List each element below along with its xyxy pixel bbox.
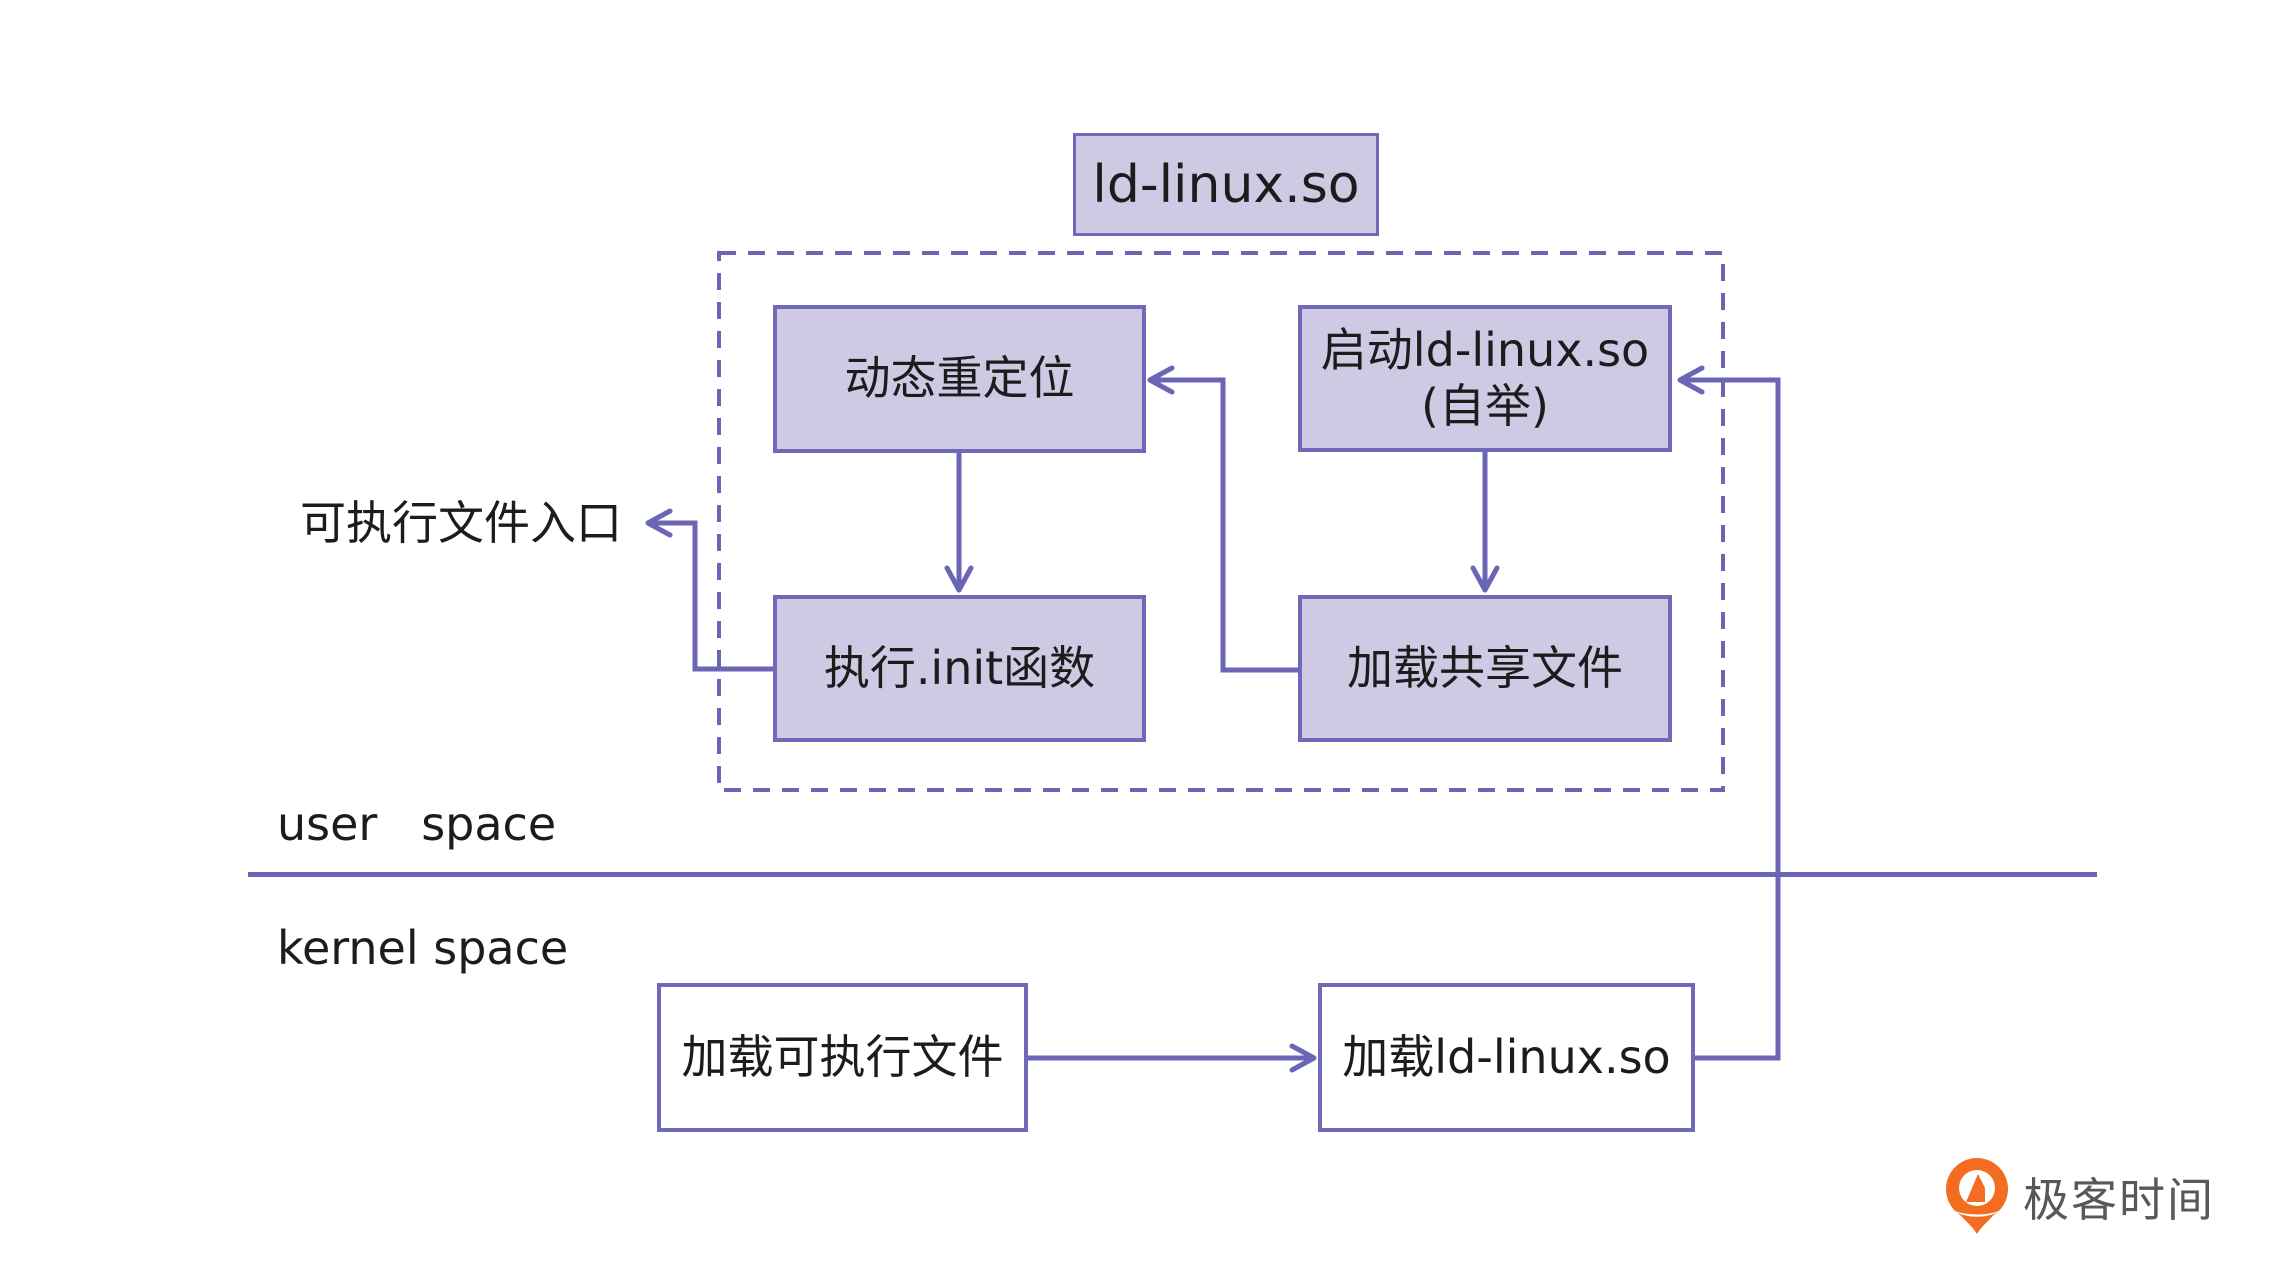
edge-load-ld-to-bootstrap: [1677, 365, 1781, 1061]
edge-init-to-entry: [645, 508, 773, 672]
user-space-label: user space: [277, 797, 557, 851]
ld-linux-title-label: ld-linux.so: [1092, 154, 1360, 215]
node-bootstrap-ld-linux: 启动ld-linux.so (自举): [1298, 305, 1672, 452]
node-dynamic-relocation: 动态重定位: [773, 305, 1146, 453]
brand-text: 极客时间: [2023, 1173, 2215, 1227]
bootstrap-label-line2: (自举): [1421, 378, 1549, 433]
brand-logo: 极客时间: [1945, 1158, 2215, 1236]
load-shared-label: 加载共享文件: [1347, 640, 1623, 695]
kernel-space-label: kernel space: [277, 921, 569, 975]
geektime-icon: [1946, 1158, 2008, 1234]
load-ld-linux-label: 加载ld-linux.so: [1342, 1029, 1671, 1084]
node-ld-linux-title: ld-linux.so: [1073, 133, 1379, 236]
edge-load-shared-to-relocation: [1147, 365, 1298, 673]
load-executable-label: 加载可执行文件: [681, 1029, 1004, 1084]
node-load-shared-files: 加载共享文件: [1298, 595, 1672, 742]
node-exec-init-function: 执行.init函数: [773, 595, 1146, 742]
node-load-ld-linux: 加载ld-linux.so: [1318, 983, 1695, 1132]
executable-entry-label: 可执行文件入口: [300, 496, 622, 550]
exec-init-label: 执行.init函数: [823, 640, 1096, 695]
node-load-executable: 加载可执行文件: [657, 983, 1028, 1132]
user-kernel-divider: [248, 872, 2097, 877]
ld-linux-dashed-container: [717, 251, 1725, 792]
dynamic-relocation-label: 动态重定位: [844, 351, 1075, 406]
bootstrap-label-line1: 启动ld-linux.so: [1320, 323, 1650, 378]
